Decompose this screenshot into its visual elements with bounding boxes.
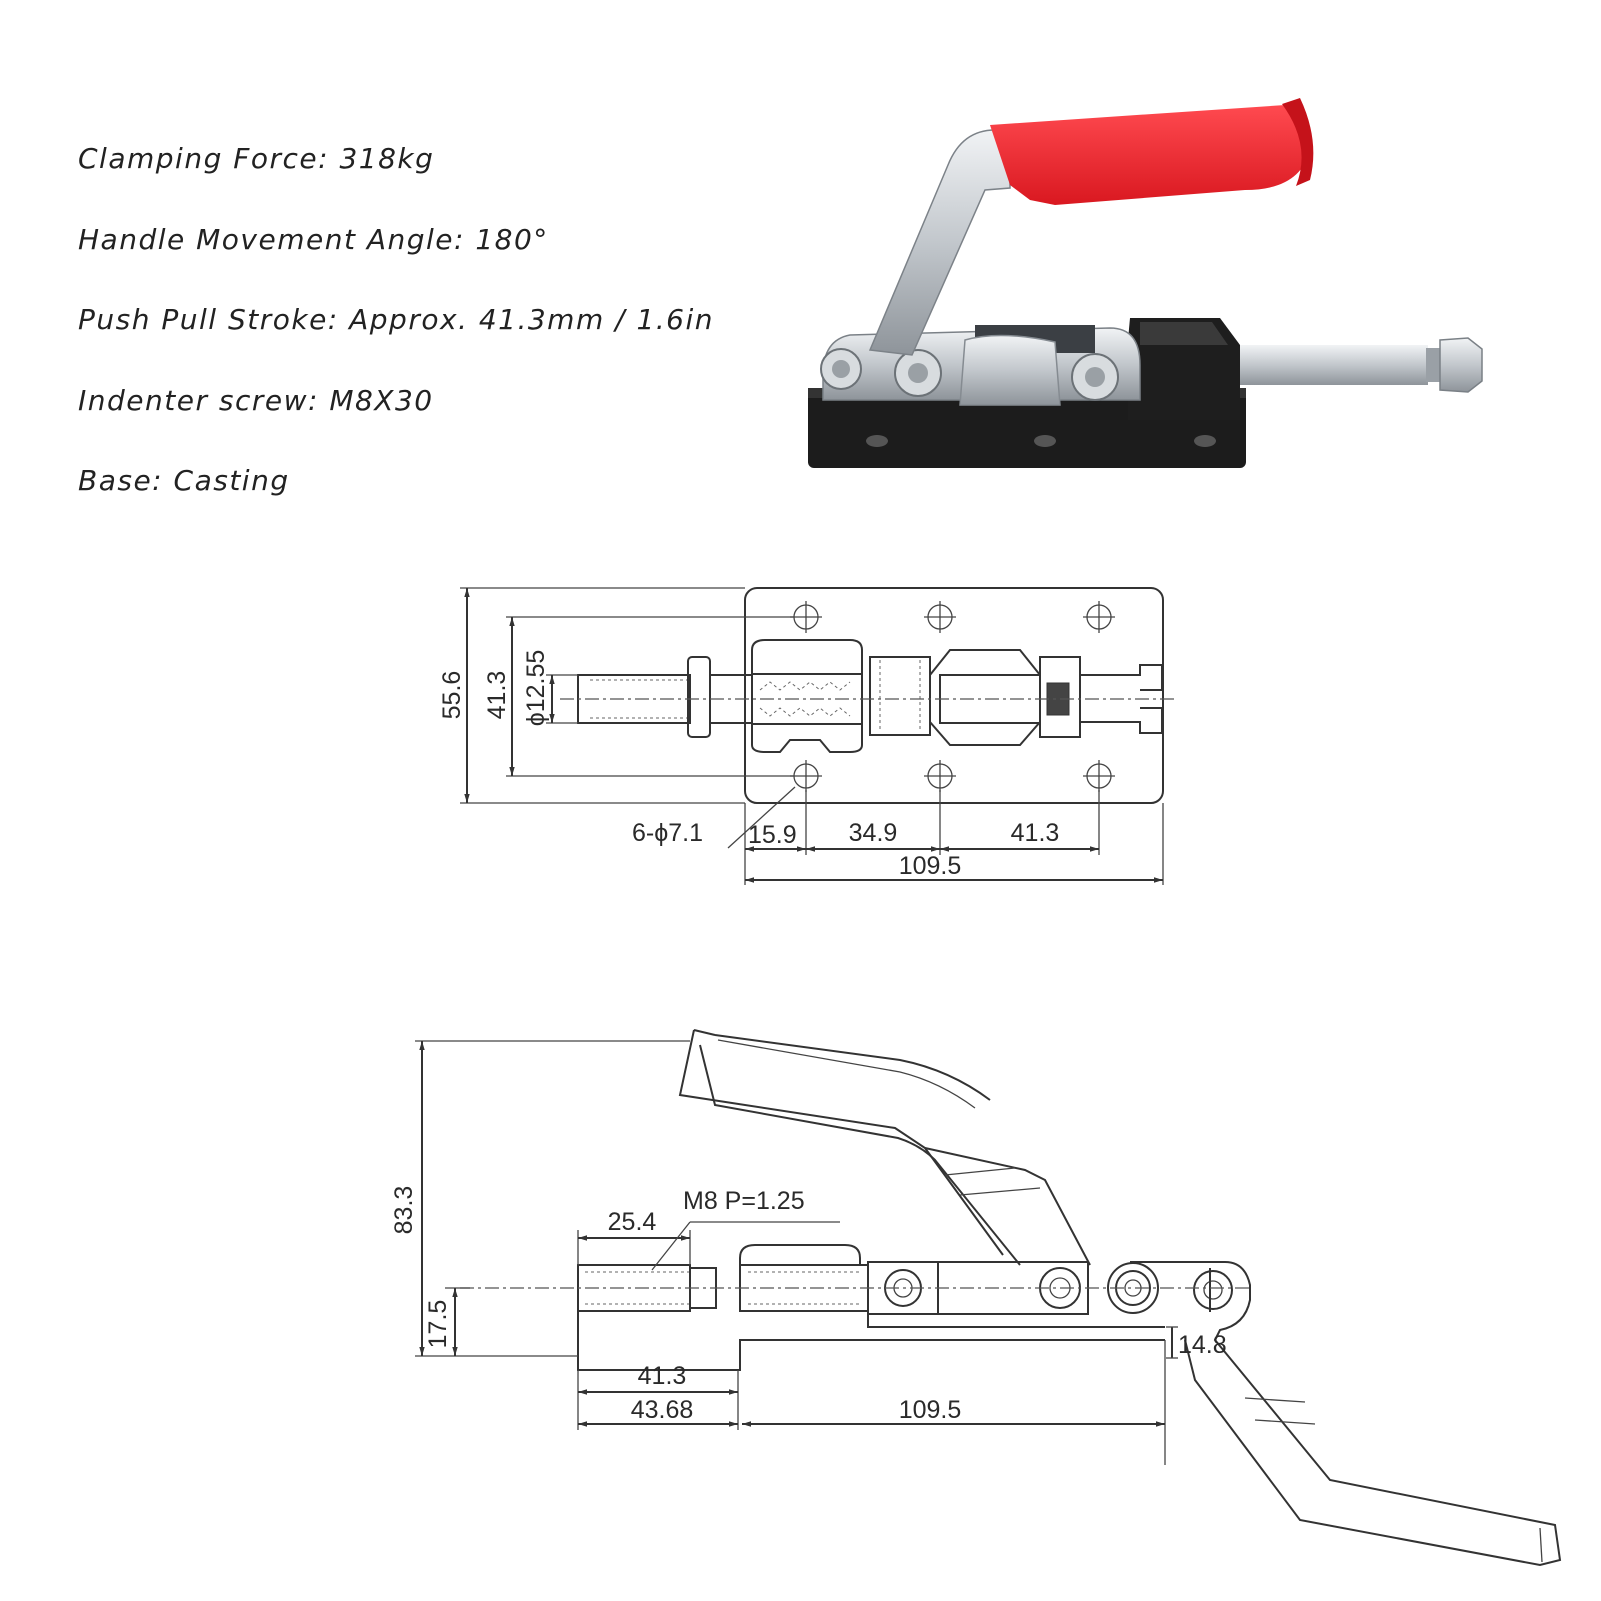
top-dim-55-6: 55.6 [438, 671, 466, 720]
side-dim-17-5: 17.5 [424, 1300, 452, 1349]
top-dimensions [460, 587, 1164, 885]
top-dim-41-3-vertical: 41.3 [483, 671, 511, 720]
side-dim-83-3: 83.3 [390, 1186, 418, 1235]
top-base-outline [744, 587, 1164, 804]
side-thread-spec: M8 P=1.25 [683, 1187, 805, 1215]
handle-arm [868, 98, 1314, 356]
top-mechanism [560, 639, 1175, 753]
side-dim-43-68: 43.68 [631, 1396, 694, 1424]
spec-list: Clamping Force: 318kg Handle Movement An… [78, 142, 714, 545]
spec-clamping-force: Clamping Force: 318kg [78, 142, 435, 175]
plunger-rod [1240, 337, 1483, 393]
top-dim-holes: 6-ϕ7.1 [632, 819, 703, 847]
side-dim-25-4: 25.4 [608, 1208, 657, 1236]
side-dim-41-3: 41.3 [638, 1362, 687, 1390]
top-dim-41-3-horizontal: 41.3 [1011, 819, 1060, 847]
spec-stroke: Push Pull Stroke: Approx. 41.3mm / 1.6in [78, 303, 715, 336]
toggle-linkage [820, 325, 1141, 406]
side-mechanism [460, 1244, 1250, 1371]
spec-base: Base: Casting [78, 464, 290, 497]
spec-indenter-screw: Indenter screw: M8X30 [78, 383, 434, 417]
side-dim-14-8: 14.8 [1178, 1331, 1227, 1359]
top-dim-15-9: 15.9 [748, 821, 797, 849]
side-handle-outline [678, 1029, 1562, 1567]
top-dim-34-9: 34.9 [849, 819, 898, 847]
mounting-holes [790, 601, 1115, 792]
side-view-drawing: 83.3 17.5 25.4 M8 P=1.25 41.3 43.68 109.… [390, 1029, 1562, 1567]
side-dimensions [415, 1040, 1178, 1465]
top-dim-plunger-dia: ϕ12.55 [522, 650, 550, 727]
side-dim-109-5: 109.5 [899, 1396, 962, 1424]
product-illustration [808, 98, 1483, 468]
spec-handle-angle: Handle Movement Angle: 180° [78, 222, 549, 256]
top-view-drawing: 55.6 41.3 ϕ12.55 6-ϕ7.1 15.9 34.9 41.3 1… [438, 587, 1175, 885]
top-dim-109-5: 109.5 [899, 852, 962, 880]
